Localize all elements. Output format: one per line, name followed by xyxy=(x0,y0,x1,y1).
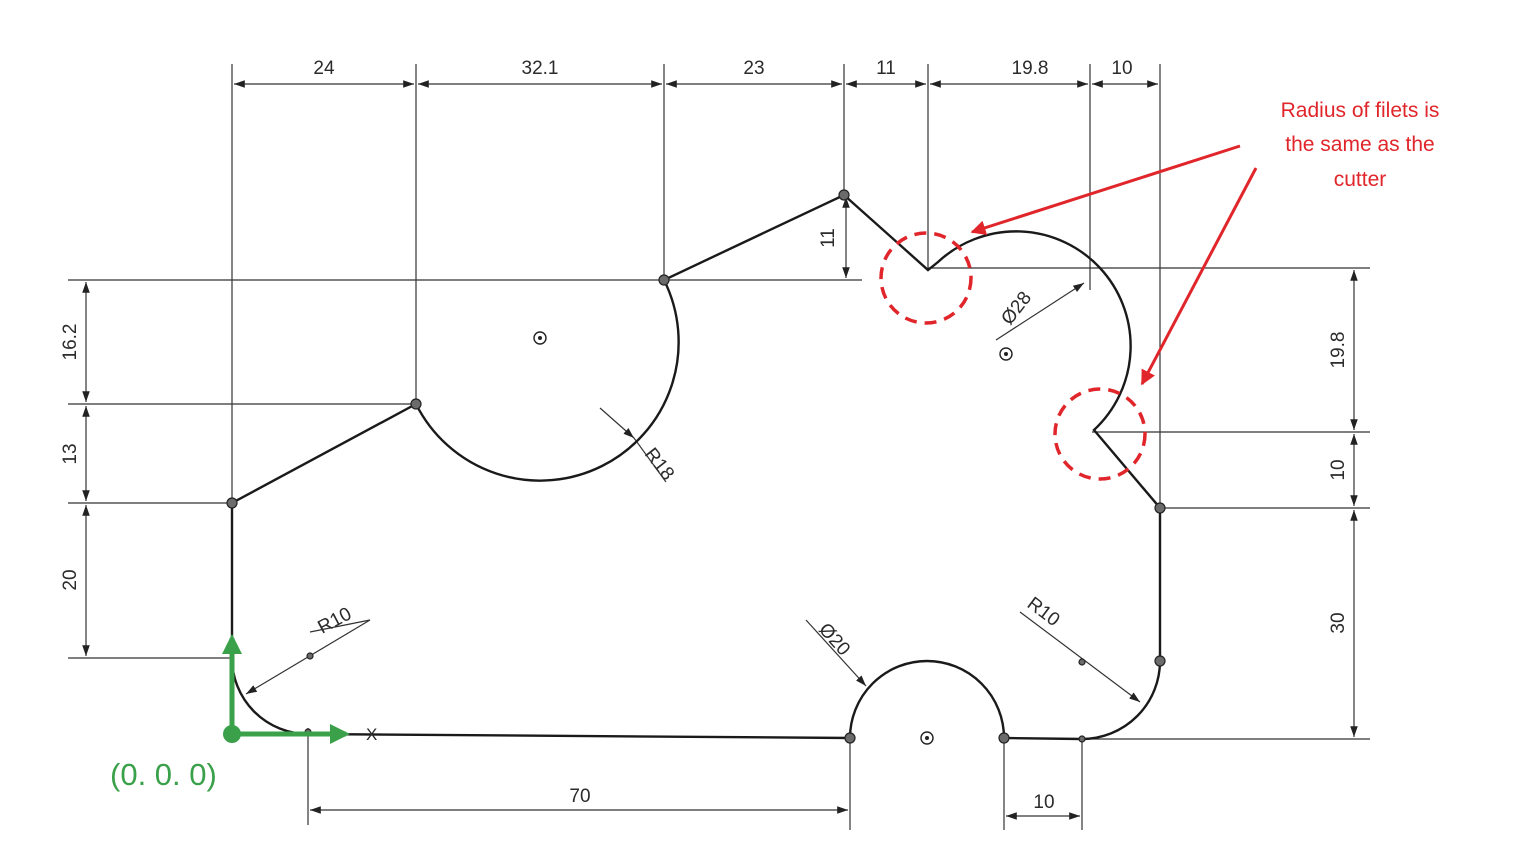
fillet-highlight-circle xyxy=(1053,387,1147,481)
dim-left-20: 20 xyxy=(60,569,81,590)
origin-axes: X (0. 0. 0) xyxy=(110,634,377,792)
vertex-node xyxy=(226,497,238,509)
vertex-node xyxy=(1078,658,1086,666)
dim-top-19-8: 19.8 xyxy=(1012,58,1049,79)
dim-top-10: 10 xyxy=(1111,58,1132,79)
x-axis-label: X xyxy=(366,725,377,744)
dim-bottom-70: 70 xyxy=(569,786,590,807)
dim-radius-r10-right: R10 xyxy=(1023,593,1063,631)
dim-bottom-10: 10 xyxy=(1033,792,1054,813)
annotation-arrow xyxy=(1140,167,1258,386)
annotation-line-1: Radius of filets is xyxy=(1281,99,1440,122)
dim-top-23: 23 xyxy=(743,58,764,79)
vertex-node xyxy=(1078,735,1086,743)
dim-left-13: 13 xyxy=(60,443,81,464)
dim-right-30: 30 xyxy=(1328,612,1349,633)
dim-top-11: 11 xyxy=(876,58,896,79)
origin-point xyxy=(223,725,241,743)
vertex-node xyxy=(844,732,856,744)
vertex-node xyxy=(410,398,422,410)
dim-right-19-8: 19.8 xyxy=(1328,332,1349,369)
origin-label: (0. 0. 0) xyxy=(110,757,217,792)
vertex-node xyxy=(1154,502,1166,514)
annotation-arrow xyxy=(970,144,1241,236)
vertex-node xyxy=(658,274,670,286)
center-mark xyxy=(999,347,1013,361)
annotation-line-3: cutter xyxy=(1334,168,1387,191)
dim-vertical-11: 11 xyxy=(818,228,839,248)
outer-contour xyxy=(230,193,1162,741)
dimension-texts: 24 32.1 23 11 19.8 10 16.2 13 20 11 19.8… xyxy=(60,58,1349,813)
dim-left-16-2: 16.2 xyxy=(60,324,81,361)
dim-diameter-20: Ø20 xyxy=(814,619,854,660)
extension-lines xyxy=(68,64,1370,830)
dim-radius-r18: R18 xyxy=(640,444,678,484)
center-mark xyxy=(920,731,934,745)
center-mark xyxy=(533,331,547,345)
dim-top-32-1: 32.1 xyxy=(522,58,559,79)
dim-right-10: 10 xyxy=(1328,459,1349,480)
fillet-annotation: Radius of filets is the same as the cutt… xyxy=(879,99,1440,481)
vertex-node xyxy=(838,189,850,201)
dim-diameter-28: Ø28 xyxy=(997,288,1036,329)
annotation-line-2: the same as the xyxy=(1285,133,1434,156)
dim-top-24: 24 xyxy=(313,58,335,79)
vertex-node xyxy=(1154,655,1166,667)
vertex-node xyxy=(306,652,314,660)
vertex-node xyxy=(998,732,1010,744)
dimension-lines xyxy=(82,80,1358,820)
part-profile xyxy=(226,189,1166,745)
fillet-highlight-circle xyxy=(879,231,973,325)
